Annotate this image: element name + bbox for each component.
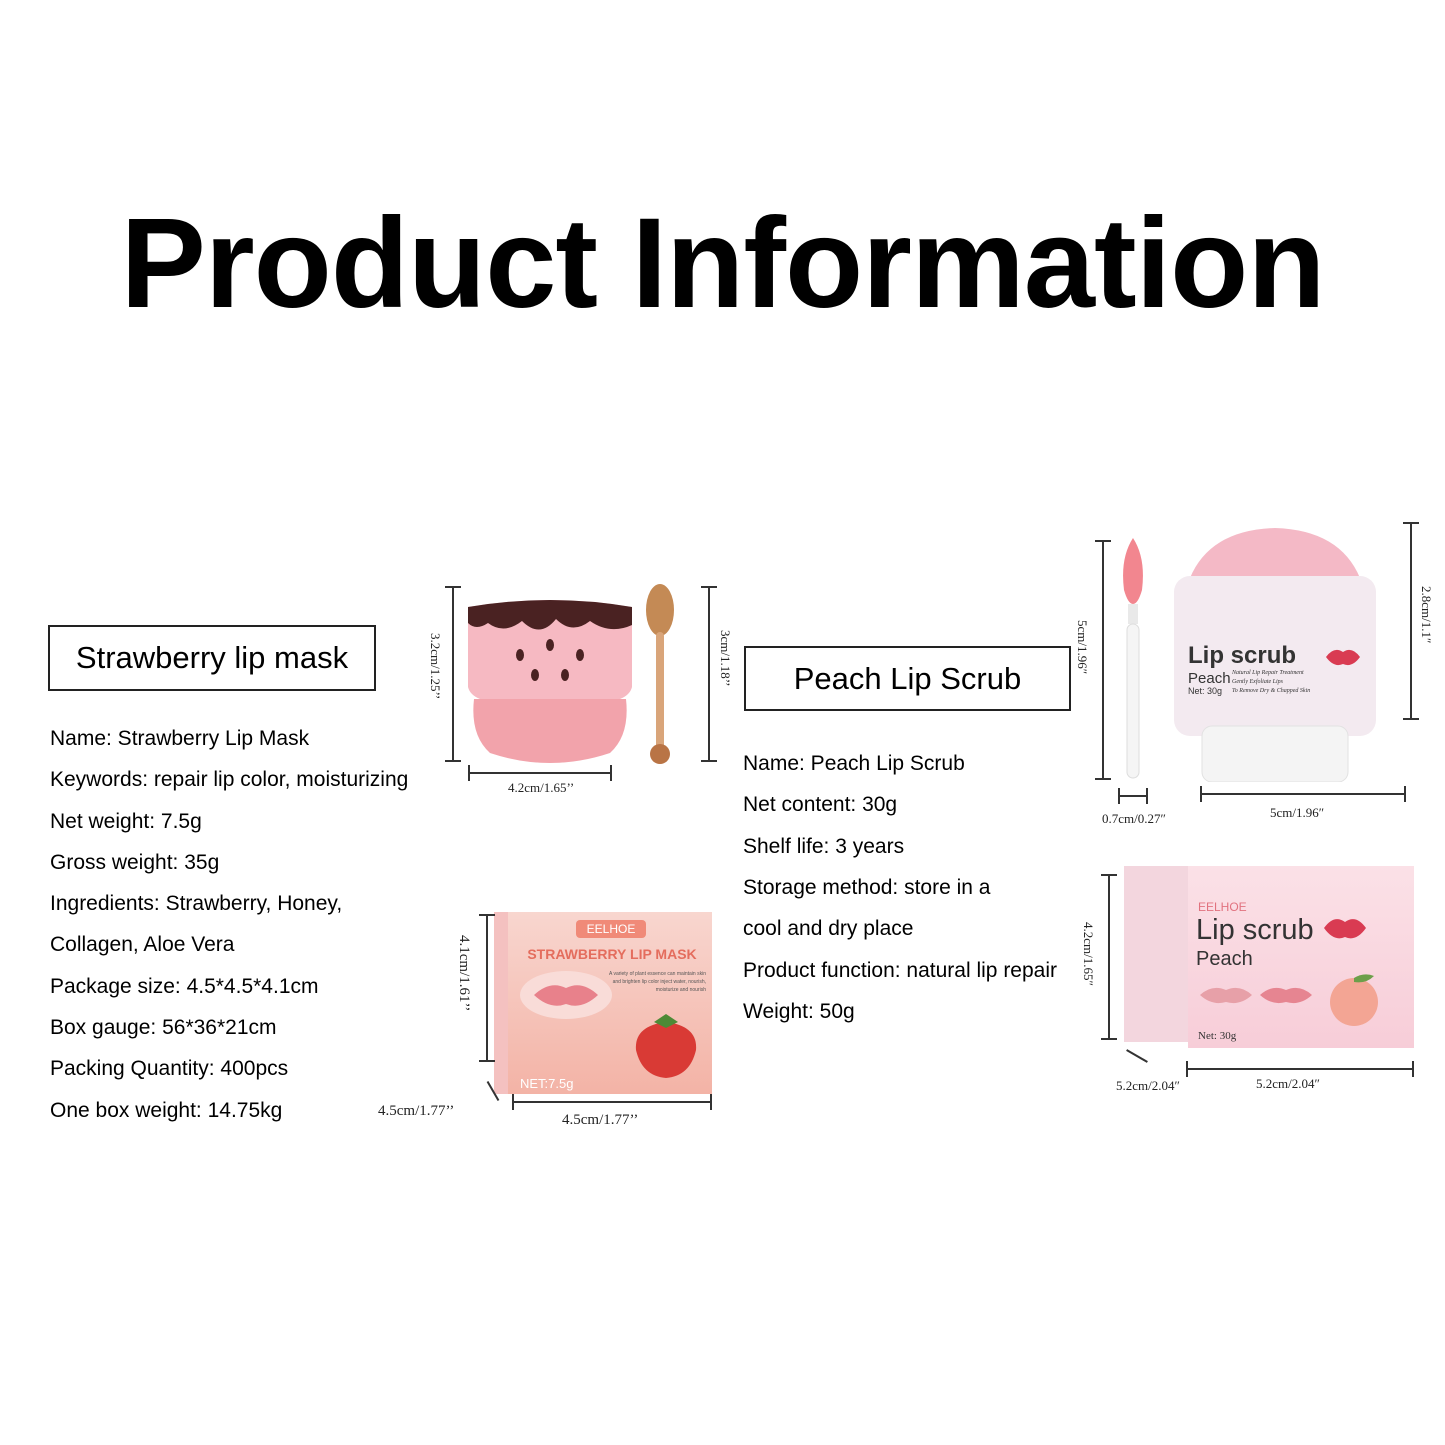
- dim-line: [1403, 718, 1419, 720]
- jar-line2: Peach: [1188, 670, 1231, 687]
- dim-line: [1102, 540, 1104, 780]
- box-brand: EELHOE: [1198, 900, 1247, 914]
- spec-item: cool and dry place: [743, 917, 914, 940]
- peach-fruit-image: [1330, 974, 1378, 1026]
- dim-line: [1412, 1061, 1414, 1077]
- box-line2: Peach: [1196, 948, 1253, 970]
- dim-line: [1404, 786, 1406, 802]
- spec-item: Ingredients: Strawberry, Honey,: [50, 892, 343, 915]
- jar-width-label: 4.2cm/1.65’’: [508, 780, 575, 795]
- box-brand: EELHOE: [576, 920, 646, 938]
- spec-item: Package size: 4.5*4.5*4.1cm: [50, 975, 319, 998]
- dim-line: [701, 586, 717, 588]
- dim-line: [1126, 1049, 1148, 1063]
- dim-line: [468, 772, 612, 774]
- dim-line: [1403, 522, 1419, 524]
- spoon-height-label: 3cm/1.18’’: [718, 630, 733, 687]
- dim-line: [1108, 874, 1110, 1040]
- spec-item: Packing Quantity: 400pcs: [50, 1057, 289, 1080]
- dim-line: [1146, 788, 1148, 804]
- dim-line: [512, 1094, 514, 1110]
- dim-line: [468, 765, 470, 781]
- dim-line: [710, 1094, 712, 1110]
- spec-item: Gross weight: 35g: [50, 851, 220, 874]
- strawberry-jar-image: [468, 600, 632, 763]
- strawberry-box-image: EELHOE STRAWBERRY LIP MASK A variety of …: [494, 912, 712, 1094]
- brush-width-label: 0.7cm/0.27″: [1102, 811, 1166, 826]
- box-desc: A variety of plant essence can maintain …: [609, 971, 706, 993]
- jar-tag2: Gently Exfoliate Lips: [1232, 679, 1283, 685]
- dim-line: [512, 1101, 712, 1103]
- jar-width-label: 5cm/1.96″: [1270, 805, 1325, 820]
- spec-item: Net weight: 7.5g: [50, 810, 202, 833]
- spec-item: Net content: 30g: [743, 793, 898, 816]
- box-width-label: 4.5cm/1.77’’: [562, 1112, 639, 1128]
- peach-box-image: EELHOE Lip scrub Peach Net: 30g: [1124, 866, 1414, 1048]
- dim-line: [452, 586, 454, 762]
- dim-line: [1095, 540, 1111, 542]
- strawberry-fruit-image: [635, 1014, 697, 1078]
- box-depth-label: 5.2cm/2.04″: [1116, 1078, 1180, 1093]
- spec-item: Box gauge: 56*36*21cm: [50, 1016, 277, 1039]
- brush-height-label: 5cm/1.96″: [1075, 620, 1090, 675]
- jar-net: Net: 30g: [1188, 686, 1223, 696]
- dim-line: [486, 914, 488, 1062]
- kiss-icon: [1326, 649, 1360, 666]
- box-net: Net: 30g: [1198, 1030, 1237, 1042]
- spec-item: Storage method: store in a: [743, 876, 991, 899]
- jar-tag3: To Remove Dry & Chapped Skin: [1232, 688, 1311, 694]
- strawberry-label: Strawberry lip mask: [48, 625, 376, 691]
- jar-height-label: 2.8cm/1.1″: [1419, 586, 1434, 644]
- dim-line: [1410, 522, 1412, 720]
- dim-line: [701, 760, 717, 762]
- dim-line: [445, 586, 461, 588]
- dim-line: [479, 914, 495, 916]
- spec-item: Shelf life: 3 years: [743, 835, 905, 858]
- box-height-label: 4.1cm/1.61’’: [456, 935, 472, 1012]
- jar-tag1: Natural Lip Repair Treatment: [1232, 670, 1304, 676]
- dim-line: [1200, 786, 1202, 802]
- peach-label: Peach Lip Scrub: [744, 646, 1071, 711]
- spec-item: Product function: natural lip repair: [743, 959, 1058, 982]
- box-net: NET:7.5g: [520, 1076, 574, 1091]
- box-name: STRAWBERRY LIP MASK: [527, 946, 697, 962]
- page-title: Product Information: [120, 192, 1325, 335]
- spec-item: Name: Peach Lip Scrub: [743, 752, 965, 775]
- box-line1: Lip scrub: [1196, 914, 1314, 946]
- spec-item: Collagen, Aloe Vera: [50, 933, 235, 956]
- jar-height-label: 3.2cm/1.25’’: [428, 633, 443, 700]
- jar-line1: Lip scrub: [1188, 642, 1297, 669]
- honey-spoon-image: [646, 584, 674, 764]
- silicone-brush-image: [1123, 538, 1143, 779]
- spec-item: Keywords: repair lip color, moisturizing: [50, 768, 409, 791]
- dim-line: [610, 765, 612, 781]
- dim-line: [1200, 793, 1406, 795]
- box-depth-label: 4.5cm/1.77’’: [378, 1103, 455, 1119]
- dim-line: [445, 760, 461, 762]
- box-height-label: 4.2cm/1.65″: [1081, 922, 1096, 986]
- dim-line: [708, 586, 710, 762]
- dim-line: [1118, 795, 1148, 797]
- dim-line: [1101, 1038, 1117, 1040]
- spec-item: Name: Strawberry Lip Mask: [50, 727, 310, 750]
- lips-image: [1200, 987, 1312, 1004]
- dim-line: [1186, 1061, 1188, 1077]
- spec-item: Weight: 50g: [743, 1000, 855, 1023]
- dim-line: [1101, 874, 1117, 876]
- box-width-label: 5.2cm/2.04″: [1256, 1076, 1320, 1091]
- dim-line: [1095, 778, 1111, 780]
- spec-item: One box weight: 14.75kg: [50, 1099, 283, 1122]
- dim-line: [1118, 788, 1120, 804]
- peach-jar-image: Lip scrub Peach Net: 30g Natural Lip Rep…: [1170, 520, 1380, 782]
- kiss-icon: [1324, 919, 1366, 939]
- dim-line: [479, 1060, 495, 1062]
- lips-image: [520, 971, 612, 1019]
- dim-line: [1186, 1068, 1414, 1070]
